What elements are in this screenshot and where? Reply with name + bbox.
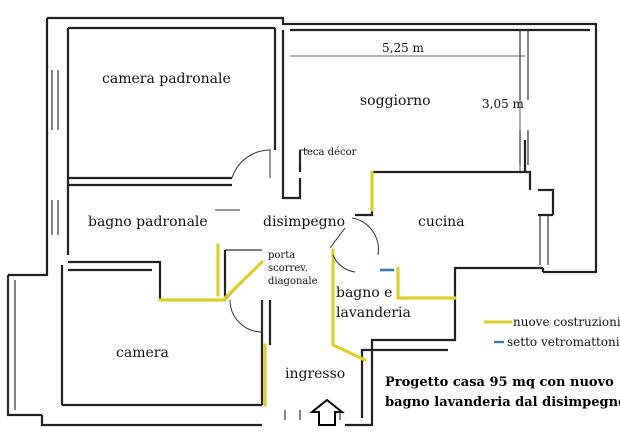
- outer-wall-left-window: [51, 70, 59, 235]
- wall-bathroom-bottom: [68, 250, 227, 302]
- wall-kitchen-left: [355, 172, 374, 217]
- annotation-porta-line1: porta: [268, 250, 295, 261]
- entrance-door-marks: [284, 410, 341, 420]
- outer-wall-top: [45, 16, 598, 274]
- door-bathroom-laundry: [332, 217, 379, 273]
- new-wall-diagonal: [223, 260, 264, 300]
- dimension-height-label: 3,05 m: [482, 97, 525, 111]
- room-label-soggiorno: soggiorno: [360, 93, 431, 109]
- room-label-camera: camera: [116, 345, 169, 361]
- outer-wall-bottom-right: [345, 266, 543, 427]
- wall-living-bottom: [281, 150, 302, 200]
- entrance-arrow-icon: [309, 398, 345, 426]
- balcony-left: [7, 275, 16, 415]
- outer-wall-top-inner: [68, 26, 590, 32]
- room-label-disimpegno: disimpegno: [263, 214, 345, 230]
- room-label-camera-padronale: camera padronale: [102, 71, 231, 87]
- interior-walls: [66, 28, 532, 405]
- door-kitchen-swing: [329, 227, 346, 249]
- room-label-ingresso: ingresso: [285, 366, 345, 382]
- wall-master-bedroom-right: [273, 28, 285, 150]
- outer-walls: [6, 16, 598, 427]
- caption-line1: Progetto casa 95 mq con nuovo: [385, 375, 614, 390]
- room-label-bagno-line1: bagno e: [336, 285, 392, 301]
- room-label-cucina: cucina: [418, 214, 465, 230]
- legend-label-new: nuove costruzioni: [513, 315, 620, 329]
- new-construction: [158, 170, 457, 407]
- legend: nuove costruzioni setto vetromattoni: [484, 315, 620, 349]
- wall-living-right-bottom: [372, 140, 532, 190]
- room-label-bagno-line2: lavanderia: [336, 305, 411, 321]
- wall-master-bedroom-bottom: [68, 176, 232, 187]
- dimension-lines: [290, 30, 525, 172]
- doors: [215, 149, 379, 333]
- caption-line2: bagno lavanderia dal disimpegno: [385, 395, 620, 410]
- annotation-porta-line3: diagonale: [268, 276, 318, 287]
- new-wall-bathroom: [158, 243, 227, 302]
- door-teca: [299, 149, 308, 165]
- door-master-bedroom: [231, 149, 271, 179]
- new-wall-laundry: [331, 248, 457, 362]
- door-camera: [229, 299, 263, 333]
- room-label-bagno-padronale: bagno padronale: [88, 214, 208, 230]
- annotation-porta-line2: scorrev.: [268, 263, 308, 274]
- dimension-width-label: 5,25 m: [382, 41, 425, 55]
- legend-label-glass: setto vetromattoni: [507, 335, 620, 349]
- annotation-teca: teca décor: [303, 147, 357, 158]
